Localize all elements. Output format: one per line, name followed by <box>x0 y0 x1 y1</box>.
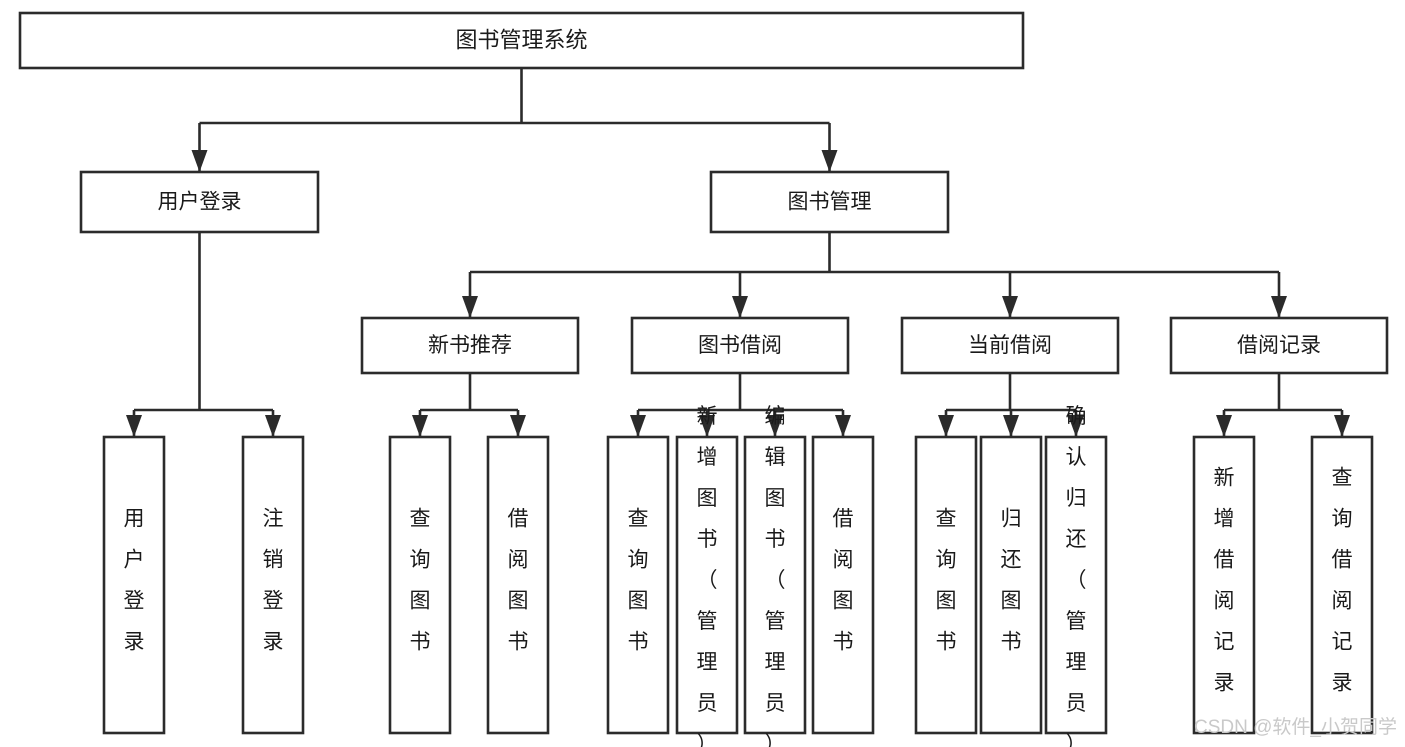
node-leaf-add-borrow-record-label: 新增借阅记录 <box>1214 467 1235 695</box>
node-leaf-confirm-return-label: 确认归还（管理员） <box>1066 405 1087 747</box>
node-root-label: 图书管理系统 <box>455 27 587 52</box>
node-layer: 图书管理系统用户登录图书管理新书推荐图书借阅当前借阅借阅记录用户登录注销登录查询… <box>18 11 1389 747</box>
node-root-box[interactable] <box>18 11 1025 70</box>
node-leaf-borrow-book-box[interactable] <box>811 435 875 735</box>
node-leaf-confirm-return-box[interactable] <box>1044 435 1108 735</box>
node-leaf-query-book-current-box[interactable] <box>914 435 978 735</box>
node-leaf-borrow-book[interactable]: 借阅图书 <box>811 435 875 735</box>
userlogin-to-leaves-arrow-0 <box>126 415 142 437</box>
node-leaf-edit-book-box[interactable] <box>743 435 807 735</box>
node-leaf-query-book-borrow-box[interactable] <box>606 435 670 735</box>
node-leaf-user-login-label: 用户登录 <box>124 508 145 654</box>
node-leaf-query-book-borrow[interactable]: 查询图书 <box>606 435 670 735</box>
node-leaf-borrow-book-new-box[interactable] <box>486 435 550 735</box>
node-leaf-logout-box[interactable] <box>241 435 305 735</box>
node-leaf-query-book-borrow-label: 查询图书 <box>628 508 649 654</box>
node-root[interactable]: 图书管理系统 <box>18 11 1025 70</box>
node-leaf-borrow-book-label: 借阅图书 <box>833 508 854 654</box>
node-leaf-edit-book-label: 编辑图书（管理员） <box>765 405 786 747</box>
node-leaf-add-borrow-record-box[interactable] <box>1192 435 1256 735</box>
node-current-borrow[interactable]: 当前借阅 <box>900 316 1120 375</box>
node-book-borrow-label: 图书借阅 <box>698 334 782 357</box>
node-new-book-recommend-box[interactable] <box>360 316 580 375</box>
node-leaf-add-book-box[interactable] <box>675 435 739 735</box>
node-leaf-query-borrow-record[interactable]: 查询借阅记录 <box>1310 435 1374 735</box>
connector-layer <box>126 68 1350 437</box>
node-leaf-user-login-box[interactable] <box>102 435 166 735</box>
node-leaf-logout[interactable]: 注销登录 <box>241 435 305 735</box>
node-user-login-box[interactable] <box>79 170 320 234</box>
borrowrecord-to-leaves-arrow-1 <box>1334 415 1350 437</box>
node-leaf-borrow-book-new-label: 借阅图书 <box>508 508 529 654</box>
node-leaf-return-book-box[interactable] <box>979 435 1043 735</box>
newbook-to-leaves-arrow-1 <box>510 415 526 437</box>
node-book-borrow-box[interactable] <box>630 316 850 375</box>
node-leaf-borrow-book-new[interactable]: 借阅图书 <box>486 435 550 735</box>
node-current-borrow-box[interactable] <box>900 316 1120 375</box>
bookmgmt-to-level3-arrow-3 <box>1271 296 1287 318</box>
userlogin-to-leaves-arrow-1 <box>265 415 281 437</box>
node-leaf-query-book-new-box[interactable] <box>388 435 452 735</box>
node-borrow-record-box[interactable] <box>1169 316 1389 375</box>
root-to-level2-arrow-1 <box>821 150 838 172</box>
borrowrecord-to-leaves-arrow-0 <box>1216 415 1232 437</box>
node-leaf-add-borrow-record[interactable]: 新增借阅记录 <box>1192 435 1256 735</box>
node-user-login[interactable]: 用户登录 <box>79 170 320 234</box>
node-book-management[interactable]: 图书管理 <box>709 170 950 234</box>
node-leaf-query-book-new-label: 查询图书 <box>410 508 431 654</box>
node-leaf-logout-label: 注销登录 <box>263 508 284 654</box>
bookborrow-to-leaves-arrow-3 <box>835 415 851 437</box>
node-leaf-add-book[interactable]: 新增图书（管理员） <box>675 405 739 747</box>
node-leaf-confirm-return[interactable]: 确认归还（管理员） <box>1044 405 1108 747</box>
node-user-login-label: 用户登录 <box>158 191 242 214</box>
node-leaf-query-book-current-label: 查询图书 <box>936 508 957 654</box>
bookborrow-to-leaves-arrow-0 <box>630 415 646 437</box>
node-leaf-query-borrow-record-box[interactable] <box>1310 435 1374 735</box>
node-current-borrow-label: 当前借阅 <box>968 334 1052 357</box>
node-book-management-box[interactable] <box>709 170 950 234</box>
bookborrow-to-leaves-arrow-2 <box>767 415 783 437</box>
node-leaf-return-book-label: 归还图书 <box>1001 508 1022 654</box>
node-leaf-query-book-new[interactable]: 查询图书 <box>388 435 452 735</box>
csdn-watermark: CSDN @软件_小贺同学 <box>1194 716 1397 738</box>
node-book-borrow[interactable]: 图书借阅 <box>630 316 850 375</box>
root-to-level2-arrow-0 <box>191 150 208 172</box>
node-borrow-record-label: 借阅记录 <box>1237 334 1321 357</box>
bookmgmt-to-level3-arrow-2 <box>1002 296 1018 318</box>
currentborrow-to-leaves-arrow-2 <box>1068 415 1084 437</box>
newbook-to-leaves-arrow-0 <box>412 415 428 437</box>
node-new-book-recommend-label: 新书推荐 <box>428 334 512 357</box>
node-borrow-record[interactable]: 借阅记录 <box>1169 316 1389 375</box>
node-leaf-query-borrow-record-label: 查询借阅记录 <box>1332 467 1353 695</box>
bookmgmt-to-level3-arrow-1 <box>732 296 748 318</box>
bookmgmt-to-level3-arrow-0 <box>462 296 478 318</box>
node-leaf-add-book-label: 新增图书（管理员） <box>697 405 718 747</box>
node-leaf-query-book-current[interactable]: 查询图书 <box>914 435 978 735</box>
node-leaf-return-book[interactable]: 归还图书 <box>979 435 1043 735</box>
bookborrow-to-leaves-arrow-1 <box>699 415 715 437</box>
node-leaf-edit-book[interactable]: 编辑图书（管理员） <box>743 405 807 747</box>
watermark-layer: CSDN @软件_小贺同学 <box>1194 716 1397 738</box>
currentborrow-to-leaves-arrow-0 <box>938 415 954 437</box>
currentborrow-to-leaves-arrow-1 <box>1003 415 1019 437</box>
node-book-management-label: 图书管理 <box>788 191 872 214</box>
node-new-book-recommend[interactable]: 新书推荐 <box>360 316 580 375</box>
node-leaf-user-login[interactable]: 用户登录 <box>102 435 166 735</box>
